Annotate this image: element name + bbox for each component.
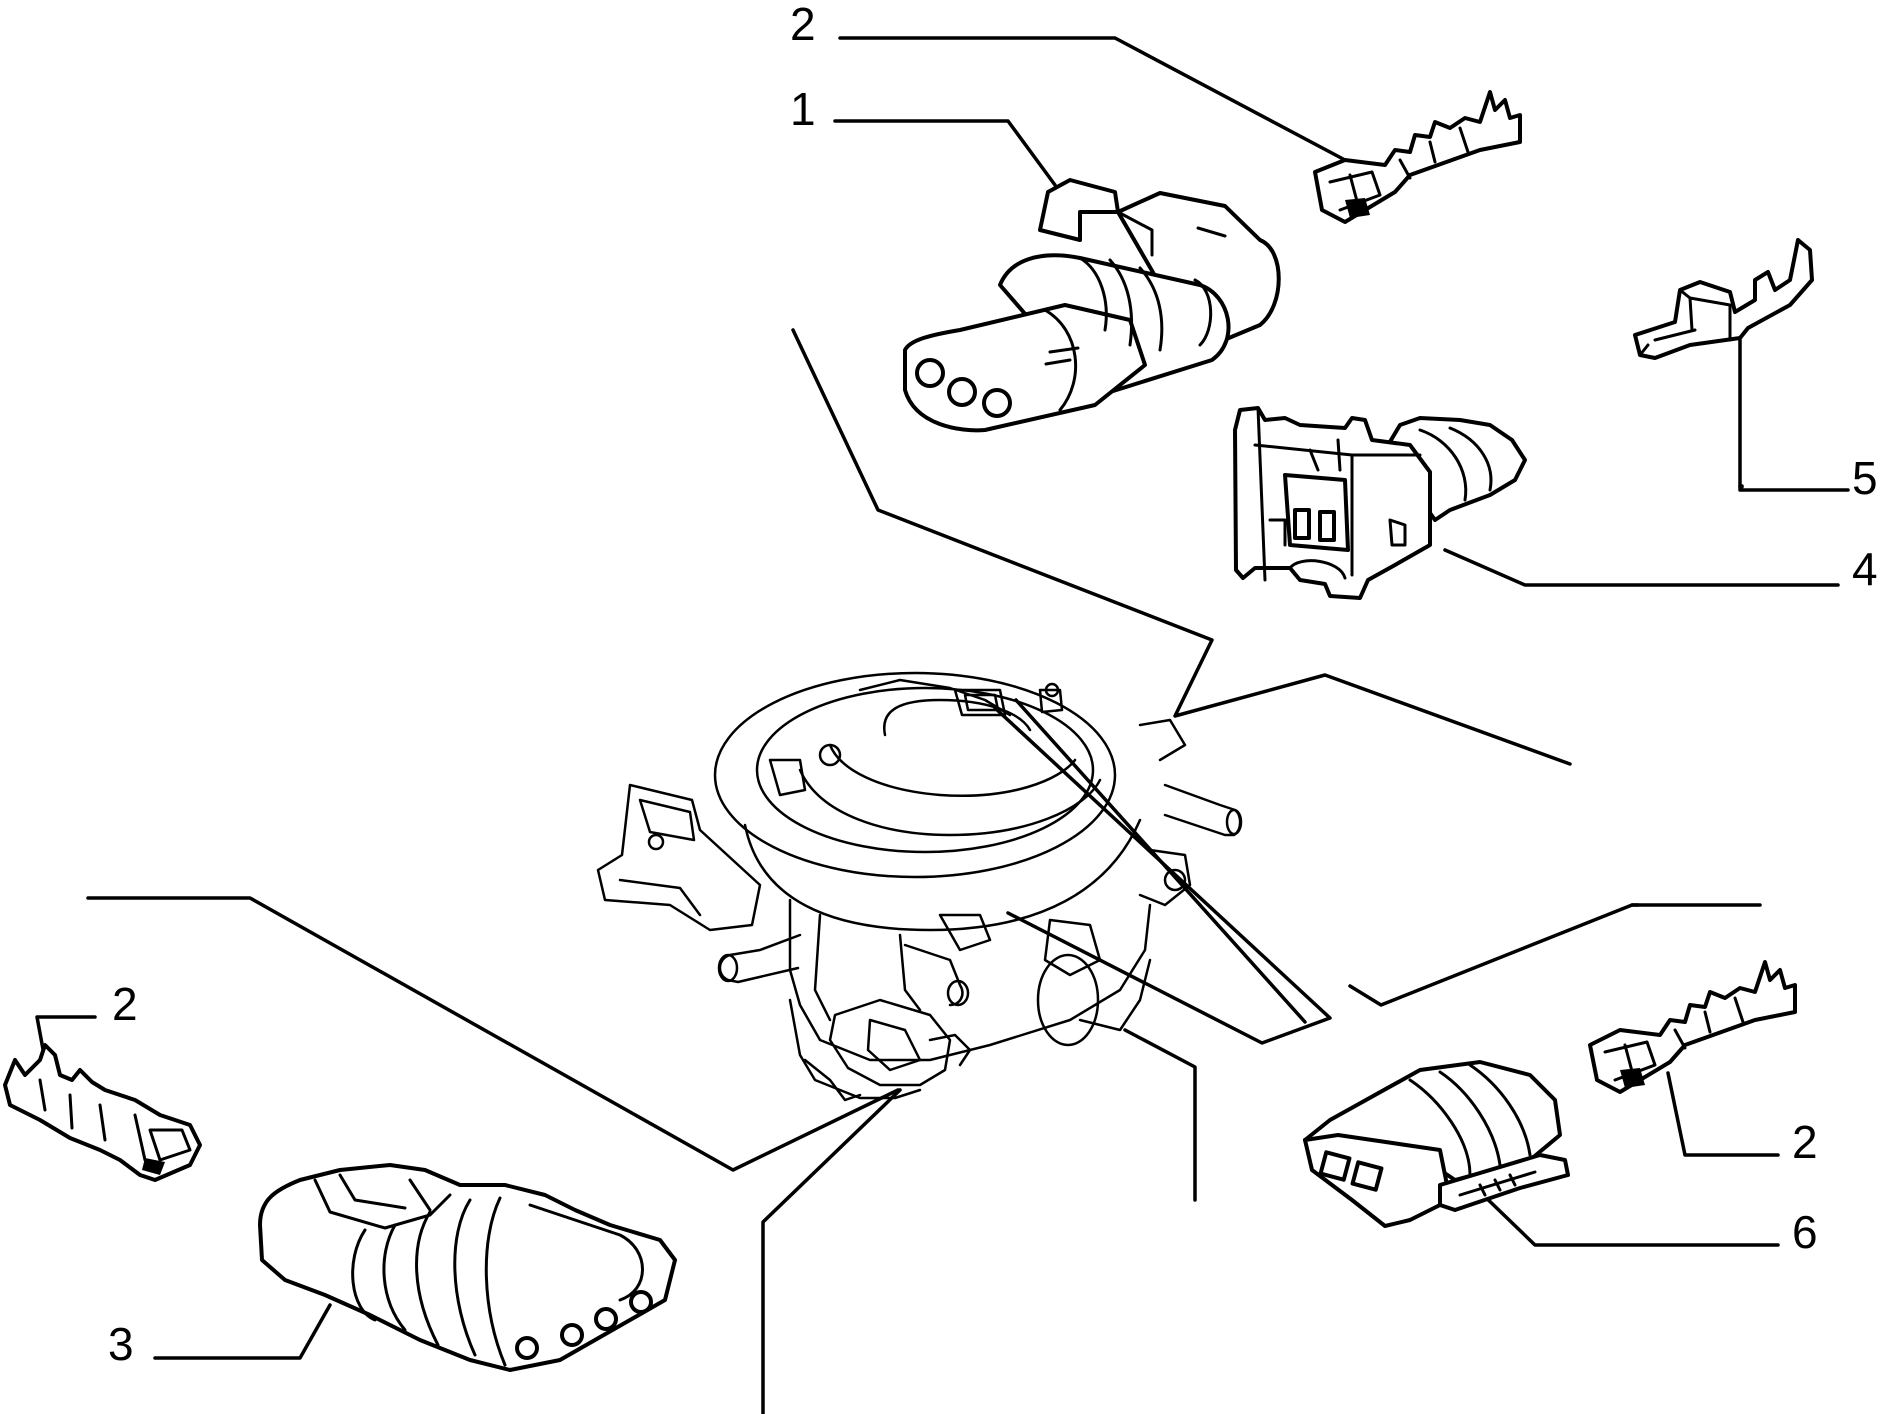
callout-2-left: 2 xyxy=(112,978,138,1030)
callout-5: 5 xyxy=(1852,452,1878,504)
leader-3 xyxy=(153,1303,332,1360)
two-pin-connector-icon xyxy=(1303,1060,1570,1228)
leader-3-long xyxy=(86,896,900,1172)
leader-1 xyxy=(833,119,1057,187)
throttle-body-assembly xyxy=(596,671,1243,1102)
leader-2-top xyxy=(838,36,1347,162)
leader-2-right xyxy=(1666,1071,1780,1157)
leader-2-left xyxy=(35,1015,97,1062)
callout-6: 6 xyxy=(1792,1206,1818,1258)
leader-body-top xyxy=(791,328,1572,766)
blade-terminal-icon xyxy=(1633,238,1814,360)
callout-2-right: 2 xyxy=(1792,1116,1818,1168)
four-pin-connector-icon xyxy=(258,1163,677,1372)
leader-bottom xyxy=(761,1088,902,1414)
callout-2-top: 2 xyxy=(790,0,816,50)
crimp-terminal-icon xyxy=(1313,90,1522,224)
crimp-terminal-icon xyxy=(1588,960,1797,1094)
two-pin-connector-with-clip-icon xyxy=(1233,406,1527,600)
callout-3: 3 xyxy=(108,1318,134,1370)
callout-4: 4 xyxy=(1852,543,1878,595)
three-pin-connector-icon xyxy=(903,178,1281,433)
callout-1: 1 xyxy=(790,83,816,135)
crimp-terminal-icon xyxy=(3,1043,202,1182)
leader-6 xyxy=(1476,1188,1780,1247)
leader-lines xyxy=(35,36,1850,1414)
